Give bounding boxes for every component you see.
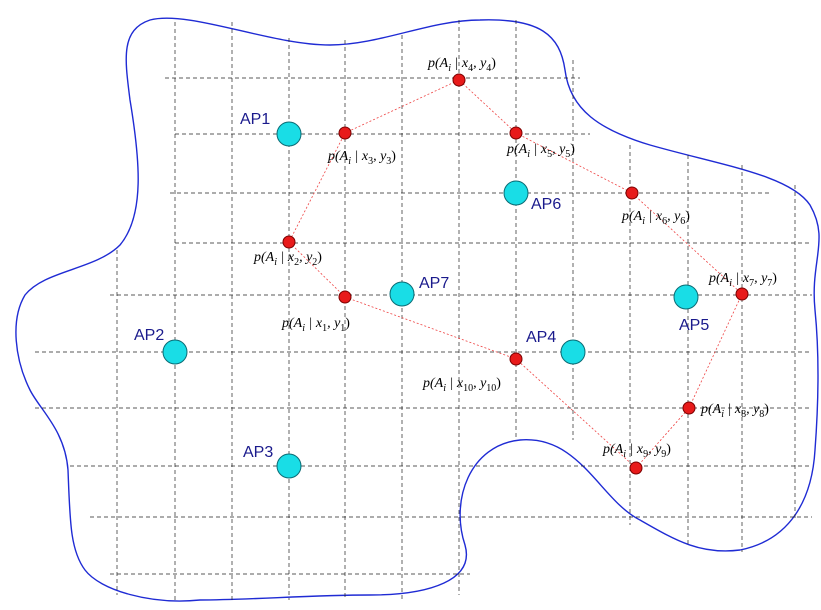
location-point-5 <box>509 126 523 140</box>
location-label-5: p(Ai | x5, y5) <box>506 142 575 160</box>
location-label-6: p(Ai | x6, y6) <box>621 209 690 227</box>
location-label-7: p(Ai | x7, y7) <box>708 271 777 289</box>
ap7-marker <box>389 281 415 307</box>
location-label-8: p(Ai | x8, y8) <box>700 402 769 420</box>
ap6-marker <box>503 180 529 206</box>
ap5-marker <box>673 284 699 310</box>
ap2-label: AP2 <box>134 327 164 344</box>
ap3-label: AP3 <box>243 444 273 461</box>
location-points-layer <box>282 73 749 475</box>
trajectory-path <box>288 79 743 469</box>
location-point-4 <box>452 73 466 87</box>
ap4-label: AP4 <box>526 329 556 346</box>
area-boundary <box>15 17 820 602</box>
location-label-2: p(Ai | x2, y2) <box>253 250 322 268</box>
access-points-layer: AP1 AP2 AP3 AP4 AP5 AP6 AP7 <box>134 111 709 479</box>
location-point-6 <box>625 186 639 200</box>
location-label-3: p(Ai | x3, y3) <box>327 149 396 167</box>
location-point-8 <box>682 401 696 415</box>
location-label-4: p(Ai | x4, y4) <box>427 56 496 74</box>
ap1-label: AP1 <box>240 111 270 128</box>
location-point-7 <box>735 287 749 301</box>
location-point-9 <box>629 461 643 475</box>
ap3-marker <box>276 453 302 479</box>
ap2-marker <box>162 339 188 365</box>
ap7-label: AP7 <box>419 275 449 292</box>
location-labels-layer: p(Ai | x1, y1) p(Ai | x2, y2) p(Ai | x3,… <box>253 56 777 460</box>
ap5-label: AP5 <box>679 317 709 334</box>
ap1-marker <box>276 121 302 147</box>
ap6-label: AP6 <box>531 196 561 213</box>
grid-vertical-lines <box>116 20 796 600</box>
location-label-10: p(Ai | x10, y10) <box>422 376 501 394</box>
location-label-1: p(Ai | x1, y1) <box>281 316 350 334</box>
ap4-marker <box>560 339 586 365</box>
location-point-10 <box>509 352 523 366</box>
location-label-9: p(Ai | x9, y9) <box>602 442 671 460</box>
location-point-3 <box>338 126 352 140</box>
location-point-2 <box>282 235 296 249</box>
location-point-1 <box>338 290 352 304</box>
